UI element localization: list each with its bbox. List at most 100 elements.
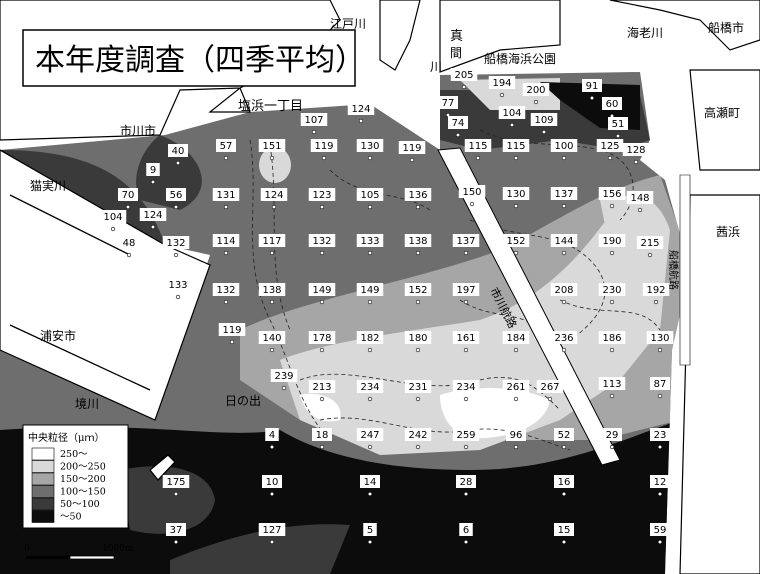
station-value: 152 bbox=[506, 236, 525, 247]
station-dot bbox=[150, 224, 156, 230]
station-value: 4 bbox=[269, 430, 275, 441]
station-dot bbox=[367, 347, 373, 353]
station-value: 132 bbox=[312, 236, 331, 247]
station-dot bbox=[609, 393, 615, 399]
station-label-box bbox=[522, 83, 550, 96]
station-label-box bbox=[450, 68, 478, 81]
station-value: 115 bbox=[468, 141, 487, 152]
station-label-box bbox=[554, 475, 574, 488]
station-dot bbox=[269, 539, 275, 545]
legend-label: 250～ bbox=[60, 449, 88, 460]
station-label-box bbox=[464, 139, 492, 152]
station-label-box bbox=[596, 139, 624, 152]
station-value: 131 bbox=[216, 190, 235, 201]
station-label-box bbox=[99, 210, 127, 223]
label-funabashi-park: 船橋海浜公園 bbox=[484, 51, 556, 66]
station-label-box bbox=[356, 283, 384, 296]
station-label-box bbox=[550, 331, 578, 344]
station-value: 14 bbox=[364, 477, 377, 488]
station-label-box bbox=[598, 187, 626, 200]
station-label-box bbox=[308, 188, 336, 201]
station-dot bbox=[150, 179, 156, 185]
station-value: 107 bbox=[304, 115, 323, 126]
station-value: 149 bbox=[312, 285, 331, 296]
station-value: 184 bbox=[506, 333, 525, 344]
station-dot bbox=[513, 155, 519, 161]
station-label-box bbox=[448, 116, 468, 129]
station-dot bbox=[311, 129, 317, 135]
station-label-box bbox=[550, 139, 578, 152]
station-dot bbox=[475, 155, 481, 161]
label-shiohama: 塩浜一丁目 bbox=[238, 99, 303, 114]
label-ebigawa: 海老川 bbox=[627, 25, 663, 40]
station-dot bbox=[647, 252, 653, 258]
station-dot bbox=[229, 339, 235, 345]
station-dot bbox=[269, 155, 275, 161]
station-dot bbox=[657, 347, 663, 353]
station-value: 10 bbox=[266, 477, 279, 488]
station-value: 140 bbox=[262, 333, 281, 344]
station-value: 77 bbox=[442, 98, 455, 109]
station-dot bbox=[513, 396, 519, 402]
station-label-box bbox=[636, 236, 664, 249]
station-label-box bbox=[550, 187, 578, 200]
station-value: 18 bbox=[316, 430, 329, 441]
label-akane: 茜浜 bbox=[716, 225, 740, 239]
station-value: 144 bbox=[554, 236, 573, 247]
station-dot bbox=[513, 444, 519, 450]
station-dot bbox=[561, 491, 567, 497]
station-value: 130 bbox=[650, 333, 669, 344]
station-value: 267 bbox=[540, 382, 559, 393]
station-value: 151 bbox=[262, 141, 281, 152]
station-value: 113 bbox=[602, 379, 621, 390]
station-dot bbox=[367, 444, 373, 450]
station-dot bbox=[541, 129, 547, 135]
station-dot bbox=[463, 539, 469, 545]
station-value: 91 bbox=[586, 81, 599, 92]
station-label-box bbox=[262, 475, 282, 488]
station-value: 114 bbox=[216, 236, 235, 247]
station-dot bbox=[469, 201, 475, 207]
station-label-box bbox=[300, 113, 328, 126]
station-dot bbox=[415, 250, 421, 256]
station-value: 190 bbox=[602, 236, 621, 247]
station-value: 119 bbox=[402, 143, 421, 154]
station-dot bbox=[589, 95, 595, 101]
station-label-box bbox=[642, 283, 670, 296]
station-dot bbox=[321, 155, 327, 161]
station-dot bbox=[271, 204, 277, 210]
station-label-box bbox=[347, 102, 375, 115]
station-label-box bbox=[438, 96, 458, 109]
station-dot bbox=[513, 203, 519, 209]
station-label-box bbox=[626, 191, 654, 204]
station-label-box bbox=[488, 76, 516, 89]
station-value: 137 bbox=[554, 189, 573, 200]
station-value: 74 bbox=[452, 118, 465, 129]
station-label-box bbox=[650, 377, 670, 390]
station-value: 130 bbox=[360, 141, 379, 152]
station-dot bbox=[319, 204, 325, 210]
station-label-box bbox=[119, 236, 139, 249]
station-dot bbox=[110, 226, 116, 232]
station-label-box bbox=[550, 283, 578, 296]
station-label-box bbox=[404, 188, 432, 201]
station-value: 37 bbox=[170, 525, 183, 536]
station-value: 16 bbox=[558, 477, 571, 488]
station-dot bbox=[615, 133, 621, 139]
station-label-box bbox=[452, 331, 480, 344]
funabashi-channel bbox=[679, 174, 691, 366]
station-dot bbox=[609, 299, 615, 305]
station-label-box bbox=[598, 377, 626, 390]
station-value: 59 bbox=[654, 525, 667, 536]
station-value: 239 bbox=[274, 371, 293, 382]
station-value: 150 bbox=[462, 187, 481, 198]
station-label-box bbox=[502, 234, 530, 247]
station-value: 136 bbox=[408, 190, 427, 201]
station-dot bbox=[367, 491, 373, 497]
place-labels: 江戸川 真 間 川 船橋海浜公園 海老川 船橋市 高瀬町 茜浜 塩浜一丁目 市川… bbox=[30, 17, 744, 411]
station-label-box bbox=[530, 113, 558, 126]
legend-title: 中央粒径（μｍ） bbox=[28, 431, 105, 444]
station-label-box bbox=[363, 523, 377, 536]
station-value: 200 bbox=[526, 85, 545, 96]
